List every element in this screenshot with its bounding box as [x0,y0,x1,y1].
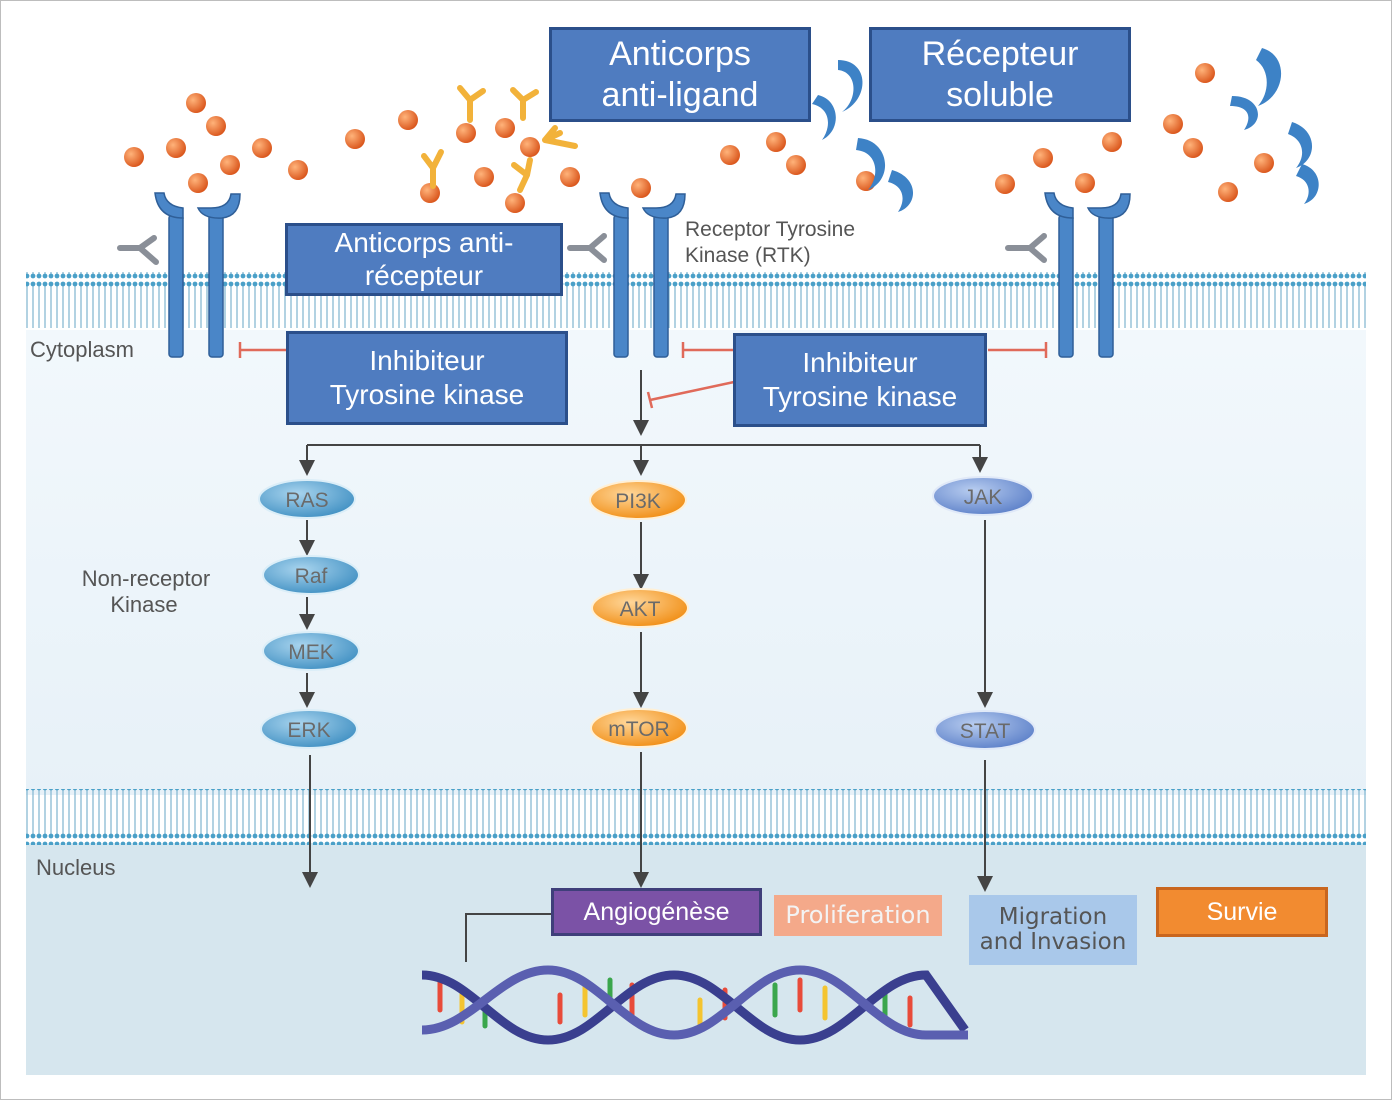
migration-box: Migration and Invasion [969,895,1137,965]
label-raf: Raf [295,565,328,588]
nuclear-membrane [26,789,1366,845]
pi3k-nodes [589,480,689,748]
dna-helix [421,965,969,1045]
rtk-label-line1: Receptor Tyrosine [685,218,855,241]
rtk-label-line2: Kinase (RTK) [685,244,811,267]
anticorps-anti-ligand-line2: anti-ligand [601,75,759,114]
survie-label: Survie [1206,898,1278,926]
anticorps-anti-recepteur-box: Anticorps anti- récepteur [285,223,563,296]
migration-line1: Migration [998,903,1108,930]
label-mtor: mTOR [608,718,669,741]
jak-nodes [932,476,1036,750]
anticorps-anti-recepteur-line2: récepteur [364,259,484,291]
anti-ligand-antibodies [421,85,578,193]
migration-line2: and Invasion [979,929,1127,955]
anticorps-anti-ligand-box: Anticorps anti-ligand [549,27,811,122]
rtk-receptor-left [154,192,241,358]
label-ras: RAS [285,489,328,512]
anticorps-anti-recepteur-line1: Anticorps anti- [334,227,514,259]
label-akt: AKT [620,598,661,621]
inhibition-marks [238,342,1048,409]
recepteur-soluble-box: Récepteur soluble [869,27,1131,122]
node-mek [262,631,360,671]
nucleus-label: Nucleus [36,855,115,880]
node-erk [260,709,358,749]
anticorps-anti-ligand-line1: Anticorps [609,34,751,73]
inhibiteur-right-line1: Inhibiteur [802,347,918,379]
label-stat: STAT [960,720,1011,743]
inhibiteur-right-line2: Tyrosine kinase [762,381,958,412]
label-jak: JAK [964,486,1003,509]
inhibiteur-tk-left-box: Inhibiteur Tyrosine kinase [286,331,568,425]
node-jak [932,476,1034,516]
nucleus-region [26,845,1366,1075]
soluble-receptors [812,48,1319,212]
inhibiteur-left-line2: Tyrosine kinase [329,379,525,410]
survie-box: Survie [1156,887,1328,937]
signal-arrows [299,370,993,962]
node-ras [258,479,356,519]
rtk-receptor-right [1044,192,1131,358]
angiogenese-box: Angiogénèse [551,888,762,936]
anti-receptor-antibodies [117,233,1047,265]
angiogenese-label: Angiogénèse [583,898,730,926]
label-mek: MEK [288,641,334,664]
label-pi3k: PI3K [615,490,661,513]
proliferation-label: Proliferation [785,901,931,930]
non-receptor-label-line2: Kinase [110,592,177,617]
proliferation-box: Proliferation [774,895,942,936]
inhibiteur-left-line1: Inhibiteur [369,345,485,377]
inhibiteur-tk-right-box: Inhibiteur Tyrosine kinase [733,333,987,427]
node-pi3k [589,480,687,520]
non-receptor-label-line1: Non-receptor [82,566,210,591]
label-erk: ERK [287,719,330,742]
rtk-receptor-center [599,192,686,358]
node-mtor [590,708,688,748]
recepteur-soluble-line2: soluble [946,75,1054,114]
mapk-nodes [258,479,360,749]
recepteur-soluble-line1: Récepteur [921,34,1079,73]
cytoplasm-label: Cytoplasm [30,337,134,362]
node-raf [262,555,360,595]
cell-membrane [26,272,1366,328]
cytoplasm-region [26,330,1366,795]
node-stat [934,710,1036,750]
node-akt [591,588,689,628]
